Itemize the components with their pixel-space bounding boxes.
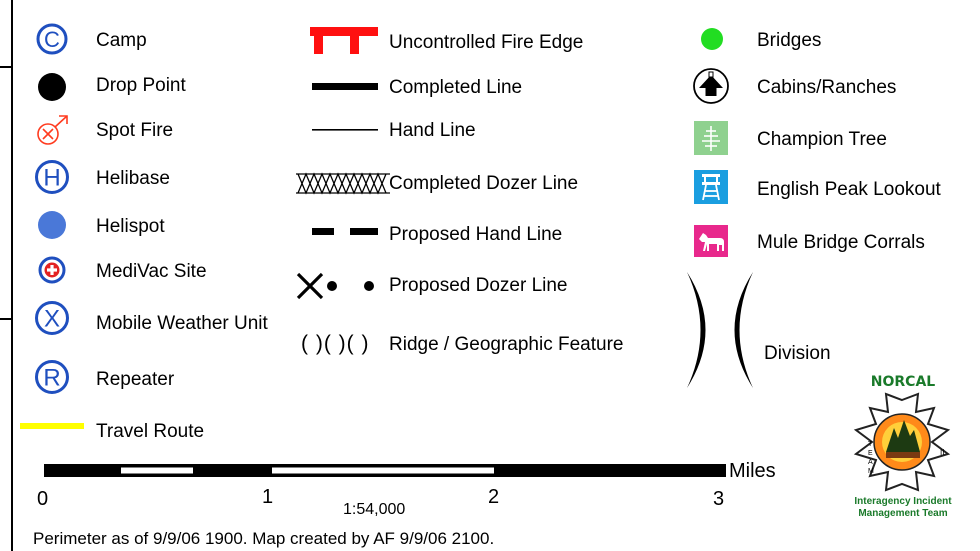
corrals-icon xyxy=(694,225,728,257)
logo-bottom-line2: Management Team xyxy=(858,508,948,519)
cabins-icon xyxy=(693,68,729,104)
champion-tree-icon xyxy=(694,121,728,155)
maltese-cross-emblem xyxy=(853,392,951,492)
uncontrolled-fire-edge-label: Uncontrolled Fire Edge xyxy=(389,32,584,53)
helibase-icon: H xyxy=(35,160,69,194)
proposed-hand-line xyxy=(312,228,378,235)
weather-unit-label: Mobile Weather Unit xyxy=(96,313,268,334)
frame-left-border xyxy=(11,0,13,551)
hand-line xyxy=(312,129,378,131)
cabins-label: Cabins/Ranches xyxy=(757,77,897,98)
repeater-icon: R xyxy=(35,360,69,394)
scale-tick-0: 0 xyxy=(37,488,49,510)
scale-bar xyxy=(44,464,726,477)
scale-unit-label: Miles xyxy=(729,460,776,482)
helispot-label: Helispot xyxy=(96,216,165,237)
bridges-icon xyxy=(701,28,723,50)
helispot-icon xyxy=(38,211,66,239)
helibase-label: Helibase xyxy=(96,168,170,189)
norcal-team-logo: NORCAL TEAM II Interagency Incident Mana… xyxy=(838,372,968,522)
svg-text:C: C xyxy=(44,27,60,52)
proposed-hand-line-label: Proposed Hand Line xyxy=(389,224,563,245)
scale-ratio: 1:54,000 xyxy=(343,501,406,518)
medivac-icon xyxy=(38,256,66,284)
scale-tick-2: 2 xyxy=(488,486,500,508)
svg-text:R: R xyxy=(43,365,60,392)
scale-tick-3: 3 xyxy=(713,488,725,510)
perimeter-note: Perimeter as of 9/9/06 1900. Map created… xyxy=(33,529,495,548)
logo-roman-numeral: II xyxy=(940,448,945,457)
repeater-label: Repeater xyxy=(96,369,175,390)
logo-bottom-line1: Interagency Incident xyxy=(854,496,952,507)
completed-line xyxy=(312,83,378,90)
ridge-feature-symbol: ( )( )( ) xyxy=(301,332,370,355)
travel-route-label: Travel Route xyxy=(96,421,205,442)
logo-side-text: TEAM xyxy=(868,441,874,475)
camp-icon: C xyxy=(36,23,68,55)
logo-top-text: NORCAL xyxy=(870,374,936,390)
weather-unit-icon: X xyxy=(35,301,69,335)
division-label: Division xyxy=(764,343,831,364)
frame-tick-bottom xyxy=(0,318,12,320)
drop-point-label: Drop Point xyxy=(96,75,186,96)
svg-text:X: X xyxy=(44,306,60,333)
svg-text:H: H xyxy=(43,165,60,192)
travel-route-line xyxy=(20,423,84,429)
hand-line-label: Hand Line xyxy=(389,120,476,141)
corrals-label: Mule Bridge Corrals xyxy=(757,232,925,253)
proposed-dozer-line-label: Proposed Dozer Line xyxy=(389,275,568,296)
ridge-feature-label: Ridge / Geographic Feature xyxy=(389,334,624,355)
completed-dozer-line-label: Completed Dozer Line xyxy=(389,173,579,194)
uncontrolled-fire-edge-line xyxy=(310,27,378,54)
bridges-label: Bridges xyxy=(757,30,822,51)
division-icon xyxy=(687,272,753,388)
proposed-dozer-line xyxy=(296,272,374,300)
completed-dozer-line xyxy=(296,172,390,195)
medivac-label: MediVac Site xyxy=(96,261,207,282)
camp-label: Camp xyxy=(96,30,147,51)
spot-fire-label: Spot Fire xyxy=(96,120,174,141)
drop-point-icon xyxy=(38,73,66,101)
scale-tick-1: 1 xyxy=(262,486,274,508)
lookout-icon xyxy=(694,170,728,204)
lookout-label: English Peak Lookout xyxy=(757,179,941,200)
completed-line-label: Completed Line xyxy=(389,77,523,98)
spot-fire-icon xyxy=(37,115,68,145)
champion-tree-label: Champion Tree xyxy=(757,129,887,150)
frame-tick-top xyxy=(0,66,12,68)
